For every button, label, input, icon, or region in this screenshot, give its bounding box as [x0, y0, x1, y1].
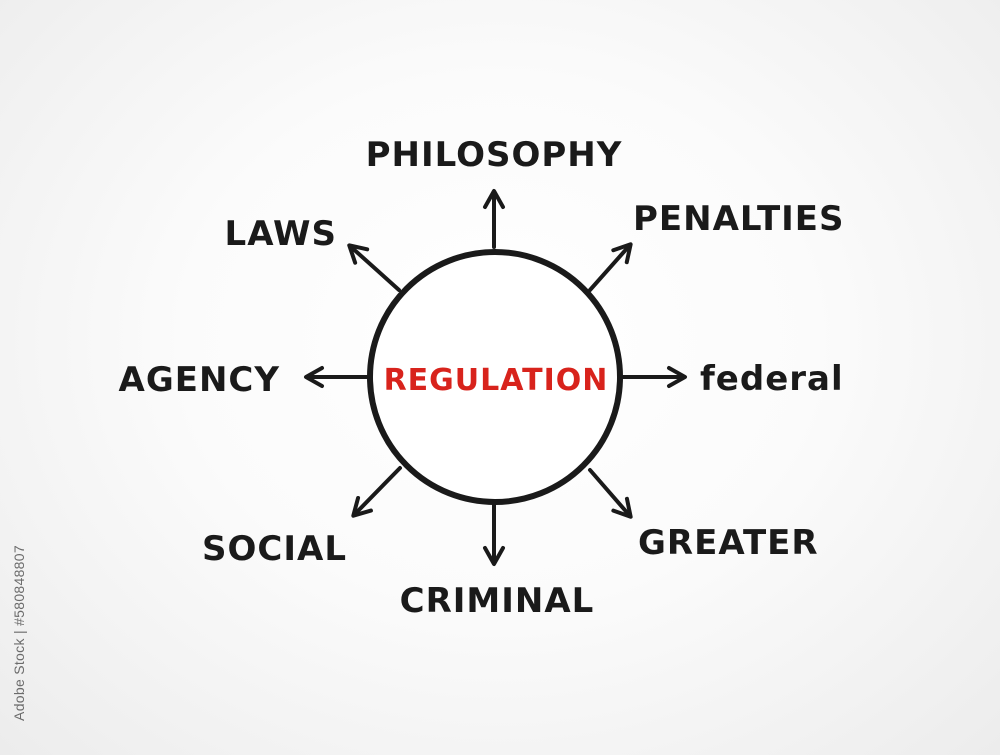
branch-label-laws: LAWS [225, 214, 337, 254]
arrow-penalties [588, 242, 633, 292]
branch-label-social: SOCIAL [202, 529, 347, 569]
watermark-text: Adobe Stock | #580848807 [11, 544, 27, 721]
arrow-social [351, 466, 402, 518]
branch-label-greater: GREATER [638, 523, 819, 563]
arrow-laws [347, 243, 401, 292]
branch-label-criminal: CRIMINAL [400, 581, 595, 621]
center-label: REGULATION [384, 363, 609, 398]
branch-label-philosophy: PHILOSOPHY [366, 135, 623, 175]
branch-label-agency: AGENCY [119, 360, 280, 400]
stock-watermark: Adobe Stock | #580848807 [6, 510, 32, 755]
arrow-greater [588, 468, 633, 519]
center-circle [367, 249, 623, 505]
branch-label-penalties: PENALTIES [633, 199, 845, 239]
branch-label-federal: federal [700, 359, 844, 399]
